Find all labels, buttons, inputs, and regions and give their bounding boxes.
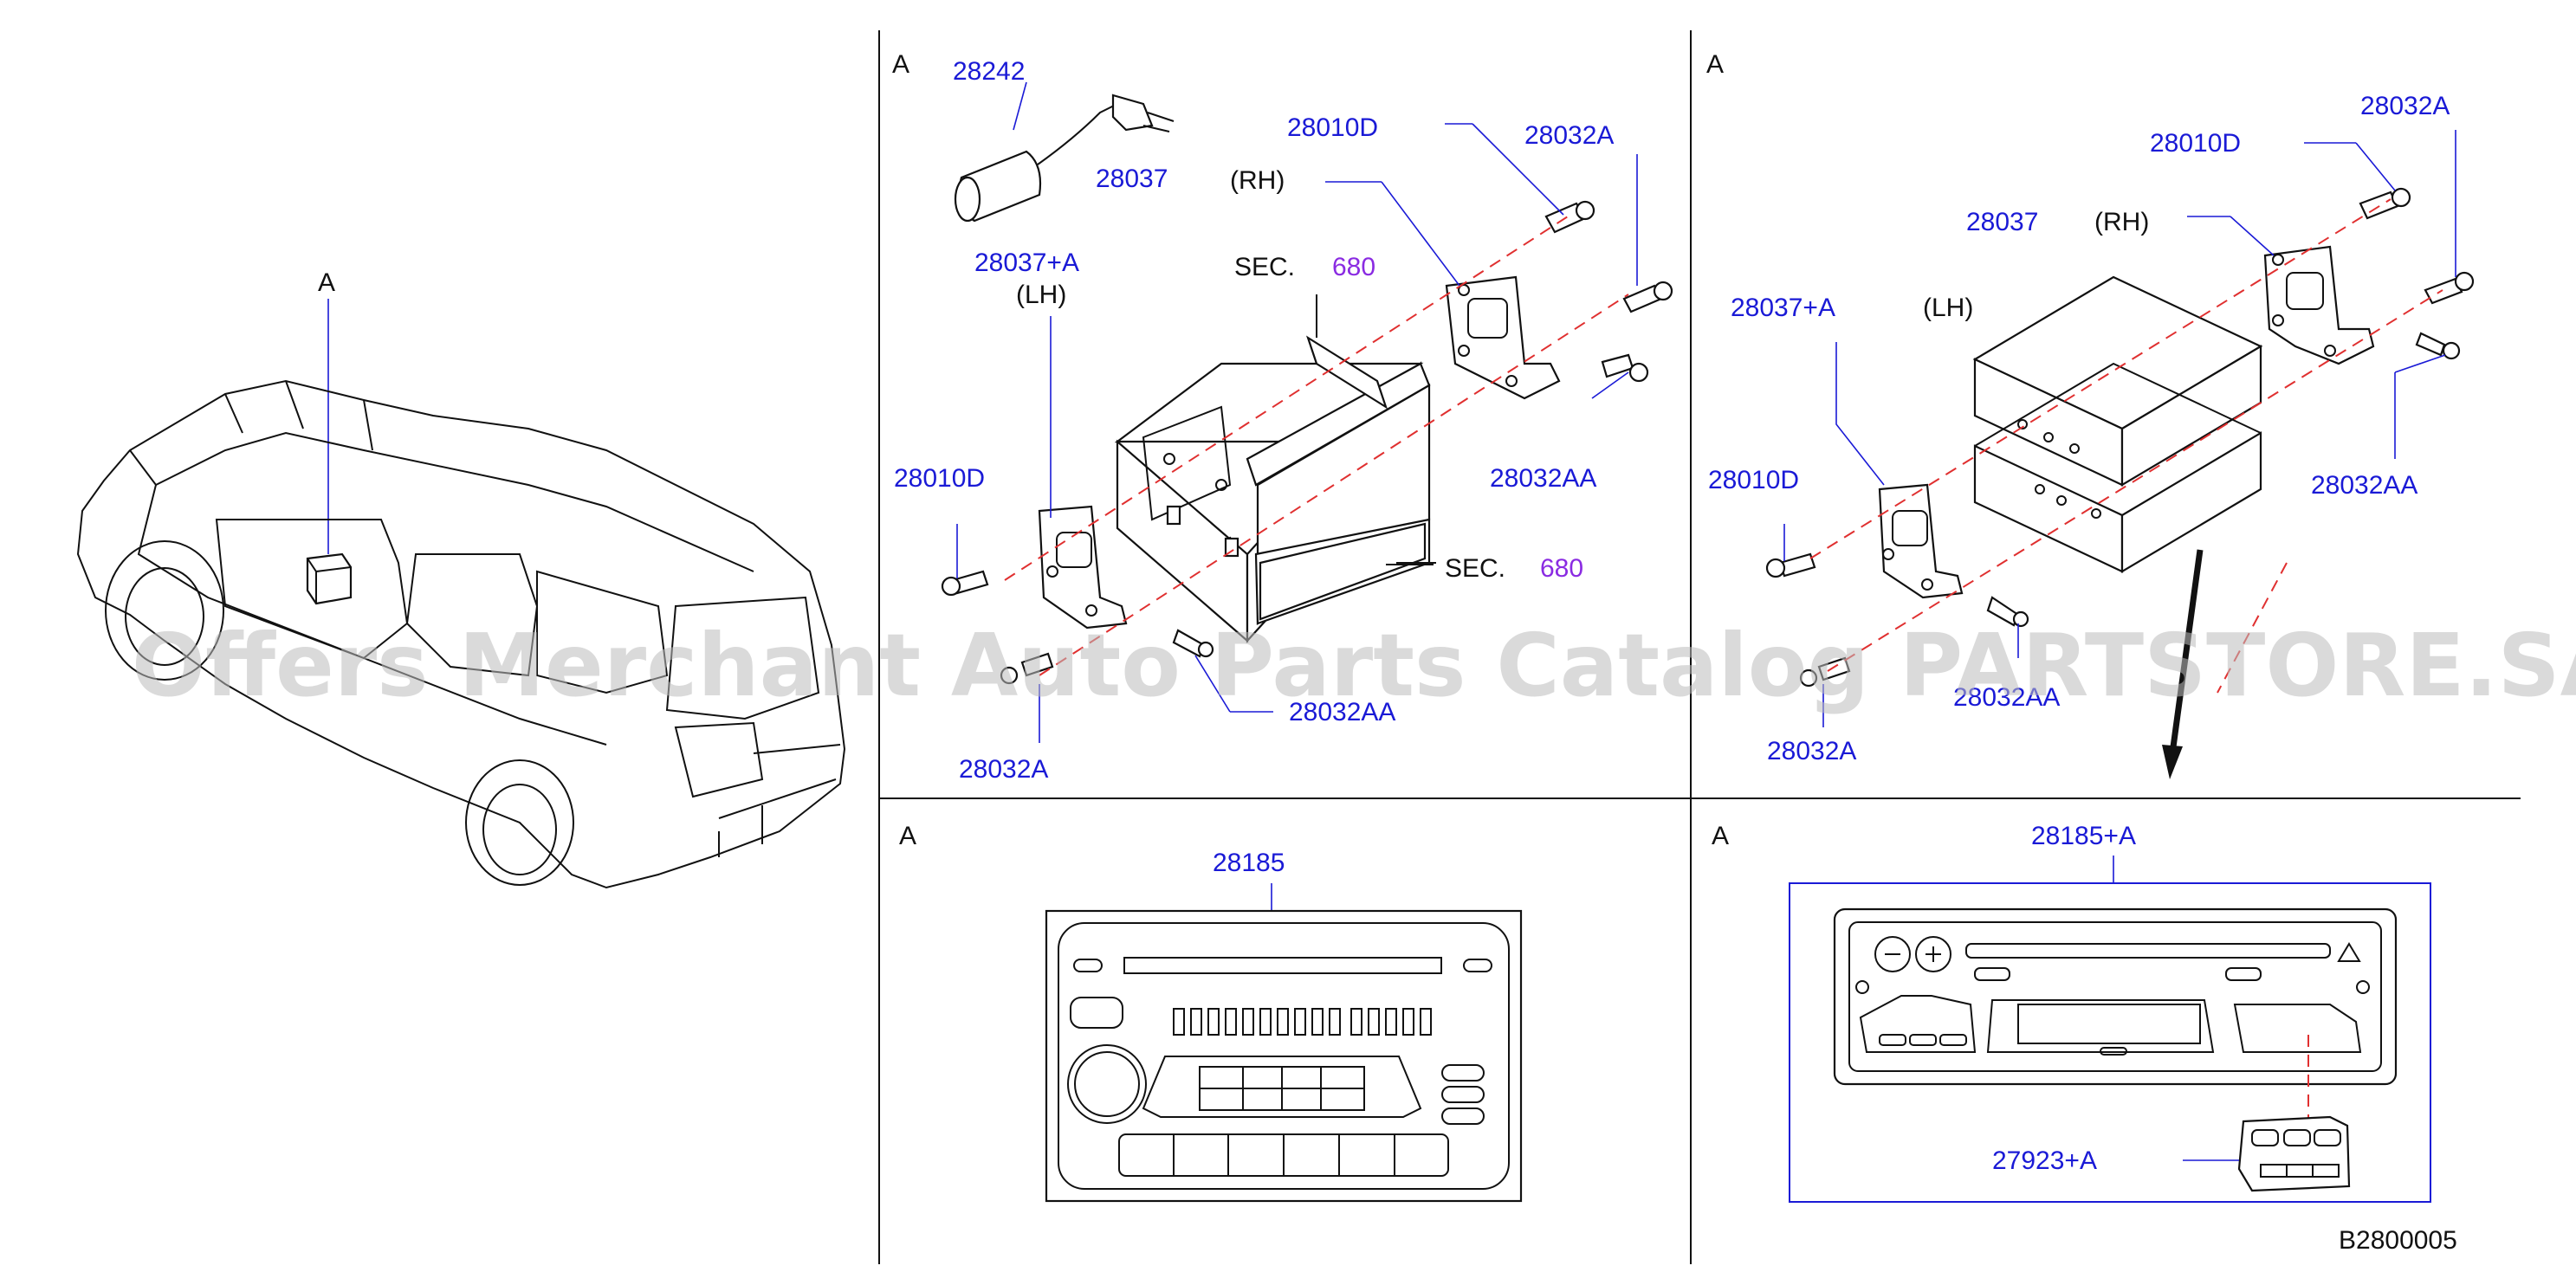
tl-label-lh: (LH) xyxy=(1016,281,1066,309)
panel-bottom-right: A 28185+A xyxy=(1712,822,2431,1203)
br-panel-letter: A xyxy=(1712,822,1729,850)
vehicle-illustration: A xyxy=(76,268,846,889)
tl-label-28242: 28242 xyxy=(953,57,1025,86)
tr-label-rh: (RH) xyxy=(2094,208,2149,236)
bl-panel-letter: A xyxy=(899,822,916,850)
panel-dividers xyxy=(878,30,2521,1264)
tr-label-28010d: 28010D xyxy=(2150,129,2241,158)
vehicle-unit-box xyxy=(306,552,353,605)
tl-label-28032aa-right: 28032AA xyxy=(1490,464,1596,493)
tl-sec-number-bottom: 680 xyxy=(1540,554,1583,583)
tl-panel-letter: A xyxy=(892,50,909,79)
tl-label-28032a-bottom: 28032A xyxy=(959,755,1048,784)
bl-radio-unit xyxy=(1045,909,1523,1203)
tl-amplifier-part xyxy=(954,94,1175,223)
tr-screws xyxy=(1765,187,2475,688)
panel-top-left: A 28242 28037 xyxy=(892,50,1673,784)
tr-down-arrow xyxy=(2162,549,2204,779)
panel-top-right: A xyxy=(1706,50,2475,779)
br-label-27923a: 27923+A xyxy=(1992,1146,2097,1175)
tr-bracket-rh xyxy=(2263,245,2375,365)
watermark-text: Offers Merchant Auto Parts Catalog PARTS… xyxy=(132,615,2576,716)
tr-audio-units xyxy=(1972,275,2263,573)
tl-mounting-housing xyxy=(1114,335,1431,643)
br-label-28185a: 28185+A xyxy=(2031,822,2136,850)
tl-label-28037: 28037 xyxy=(1096,165,1168,193)
tr-label-28032a-top: 28032A xyxy=(2360,92,2450,120)
tr-label-28032aa-right: 28032AA xyxy=(2311,471,2417,500)
tr-label-28010d-left: 28010D xyxy=(1708,466,1799,494)
tl-label-28032aa-bottom: 28032AA xyxy=(1289,698,1395,726)
vehicle-panel-letter: A xyxy=(318,268,335,297)
tr-label-lh: (LH) xyxy=(1923,294,1973,322)
tl-label-28010d-left: 28010D xyxy=(894,464,985,493)
tl-label-28037a: 28037+A xyxy=(974,249,1079,277)
tl-label-rh: (RH) xyxy=(1230,166,1285,195)
panel-bottom-left: A 28185 xyxy=(899,822,1523,1203)
tl-sec-number-top: 680 xyxy=(1332,253,1375,281)
diagram-code: B2800005 xyxy=(2339,1226,2457,1255)
bl-display-segments xyxy=(1173,1008,1432,1036)
tr-panel-letter: A xyxy=(1706,50,1724,79)
tl-screws xyxy=(941,200,1673,685)
br-assembly-frame xyxy=(1789,882,2431,1203)
tr-label-28032aa-bottom: 28032AA xyxy=(1953,683,2060,712)
tl-sec-label-top: SEC. xyxy=(1234,253,1295,281)
tl-sec-label-bottom: SEC. xyxy=(1445,554,1505,583)
tr-label-28032a-bottom: 28032A xyxy=(1767,737,1856,765)
br-radio-unit xyxy=(1833,907,2398,1086)
tr-label-28037a: 28037+A xyxy=(1731,294,1835,322)
tr-label-28037: 28037 xyxy=(1966,208,2038,236)
tl-label-28032a-top: 28032A xyxy=(1524,121,1614,150)
br-remote-switch xyxy=(2237,1115,2351,1192)
tr-bracket-lh xyxy=(1878,483,1964,599)
bl-label-28185: 28185 xyxy=(1213,849,1285,877)
tl-label-28010d-top: 28010D xyxy=(1287,113,1378,142)
